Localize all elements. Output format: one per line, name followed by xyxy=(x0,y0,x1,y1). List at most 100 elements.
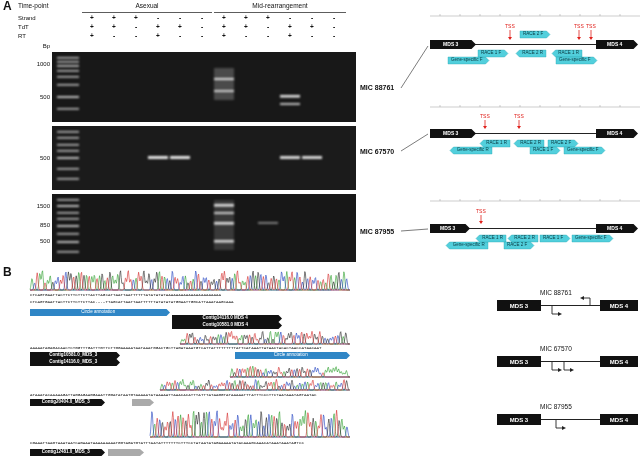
node-label: MDS 3 xyxy=(510,303,528,309)
shape-fill xyxy=(600,300,638,311)
node-label: Circle annotation xyxy=(81,310,115,315)
node-label: Contig10581.0 MDS 4 xyxy=(202,323,248,328)
node-label: MDS 3 xyxy=(440,226,455,231)
node-label: Contig12481.0_MDS_3 xyxy=(42,450,90,455)
node-label: RACE 1 F xyxy=(533,148,553,153)
mds-segment: MDS 3 xyxy=(430,40,476,49)
shape-fill xyxy=(600,414,638,425)
shape-fill xyxy=(508,235,538,242)
gel-image xyxy=(52,194,356,262)
sequence-text: CTCAGTGAATTACTTCTTCTTCTTACTTAGCATTAATTAA… xyxy=(30,293,221,297)
sample-bands xyxy=(148,68,322,250)
leader-line xyxy=(401,46,428,88)
mds-segment: MDS 4 xyxy=(596,129,638,138)
gene-label: MIC 87955 xyxy=(360,228,394,235)
primer-arrow: RACE 1 R xyxy=(480,140,510,147)
shape-fill xyxy=(30,399,105,406)
trace-line xyxy=(160,379,350,390)
shape-fill xyxy=(514,140,544,147)
shape-fill xyxy=(446,242,488,249)
condition-sign: - xyxy=(311,33,313,40)
node-label: RACE 2 R xyxy=(522,51,543,56)
shape-fill xyxy=(520,31,550,38)
shape-fill xyxy=(30,309,170,316)
trace-line xyxy=(150,411,350,438)
leader-line xyxy=(401,229,428,231)
shape-fill xyxy=(596,129,638,138)
primer-arrow: RACE 2 R xyxy=(508,235,538,242)
shape-fill xyxy=(596,40,638,49)
node-label: Gene-specific F xyxy=(451,58,483,63)
mds-segment: MDS 3 xyxy=(497,414,541,425)
map-ruler xyxy=(430,14,640,201)
tss-label: TSS xyxy=(574,24,584,29)
trace-line xyxy=(30,271,350,290)
node-label: RACE 2 F xyxy=(523,32,543,37)
node-label: MDS 3 xyxy=(443,131,458,136)
node-label: RACE 2 R xyxy=(520,141,541,146)
trace-line xyxy=(180,331,350,344)
panel-letter: B xyxy=(3,266,12,278)
group-rule xyxy=(82,12,212,13)
node-label: RACE 1 R xyxy=(482,236,503,241)
node-label: MDS 4 xyxy=(607,131,622,136)
node-label: MDS 4 xyxy=(610,303,628,309)
tss-label: TSS xyxy=(505,24,515,29)
contig-bar: Contig14116.0 MDS 4 xyxy=(172,315,282,322)
shape-fill xyxy=(30,352,120,359)
condition-sign: - xyxy=(201,24,203,31)
trace-line xyxy=(160,380,350,390)
primer-arrow: Gene-specific F xyxy=(556,57,597,64)
tss-label: TSS xyxy=(514,114,524,119)
trace-line xyxy=(230,366,350,377)
primer-arrow: Gene-specific F xyxy=(564,147,605,154)
panel-letter: A xyxy=(3,0,12,12)
gel-image xyxy=(52,52,356,122)
node-label: MDS 4 xyxy=(610,359,628,365)
shape-fill xyxy=(478,50,508,57)
tss-label: TSS xyxy=(586,24,596,29)
shape-fill xyxy=(450,147,492,154)
primer-arrow: RACE 2 R xyxy=(514,140,544,147)
condition-sign: + xyxy=(156,33,160,40)
trace-line xyxy=(180,332,350,345)
primer-arrow: Gene-specific F xyxy=(572,235,613,242)
shape-fill xyxy=(572,235,613,242)
shape-fill xyxy=(497,356,541,367)
condition-sign: - xyxy=(245,33,247,40)
trace-line xyxy=(150,410,350,437)
primer-arrow: Gene-specific R xyxy=(446,242,488,249)
contig-bar: Contig14116.0_MDS_3 xyxy=(30,359,120,366)
trace-line xyxy=(160,379,350,390)
shape-fill xyxy=(497,300,541,311)
node-label: Gene-specific F xyxy=(567,148,599,153)
condition-sign: + xyxy=(112,24,116,31)
contig-bar: Contig20404.0_MDS_3 xyxy=(30,399,105,406)
node-label: MDS 4 xyxy=(607,42,622,47)
condition-sign: + xyxy=(222,15,226,22)
primer-arrow: RACE 1 R xyxy=(476,235,506,242)
mds-segment: MDS 4 xyxy=(600,300,638,311)
primer-arrow: RACE 2 F xyxy=(520,31,550,38)
sequence-text: CGAAATTAAGTAAATAATCAGAAATAAAAAAAAATGGTAG… xyxy=(30,441,304,445)
condition-sign: + xyxy=(90,33,94,40)
mds-segment: MDS 3 xyxy=(497,300,541,311)
condition-sign: + xyxy=(178,24,182,31)
trace-line xyxy=(150,411,350,437)
sequence-text: ATAAATACAAAAAGATTAGGAGAAGGAAATTGGATATAAT… xyxy=(30,393,316,397)
node-label: RACE 2 F xyxy=(551,141,571,146)
trace-line xyxy=(30,271,350,290)
node-label: MDS 3 xyxy=(443,42,458,47)
shape-fill xyxy=(480,140,510,147)
gene-label: MIC 88761 xyxy=(540,290,572,297)
contig-bar: Contig10581.0 MDS 4 xyxy=(172,322,282,329)
trace-line xyxy=(230,367,350,377)
trace-line xyxy=(180,332,350,344)
primer-arrow: RACE 1 F xyxy=(540,235,570,242)
condition-sign: - xyxy=(179,33,181,40)
condition-sign: + xyxy=(244,15,248,22)
trace-line xyxy=(160,380,350,390)
condition-sign: + xyxy=(112,15,116,22)
trace-line xyxy=(230,367,350,377)
node-label: Gene-specific R xyxy=(453,243,485,248)
